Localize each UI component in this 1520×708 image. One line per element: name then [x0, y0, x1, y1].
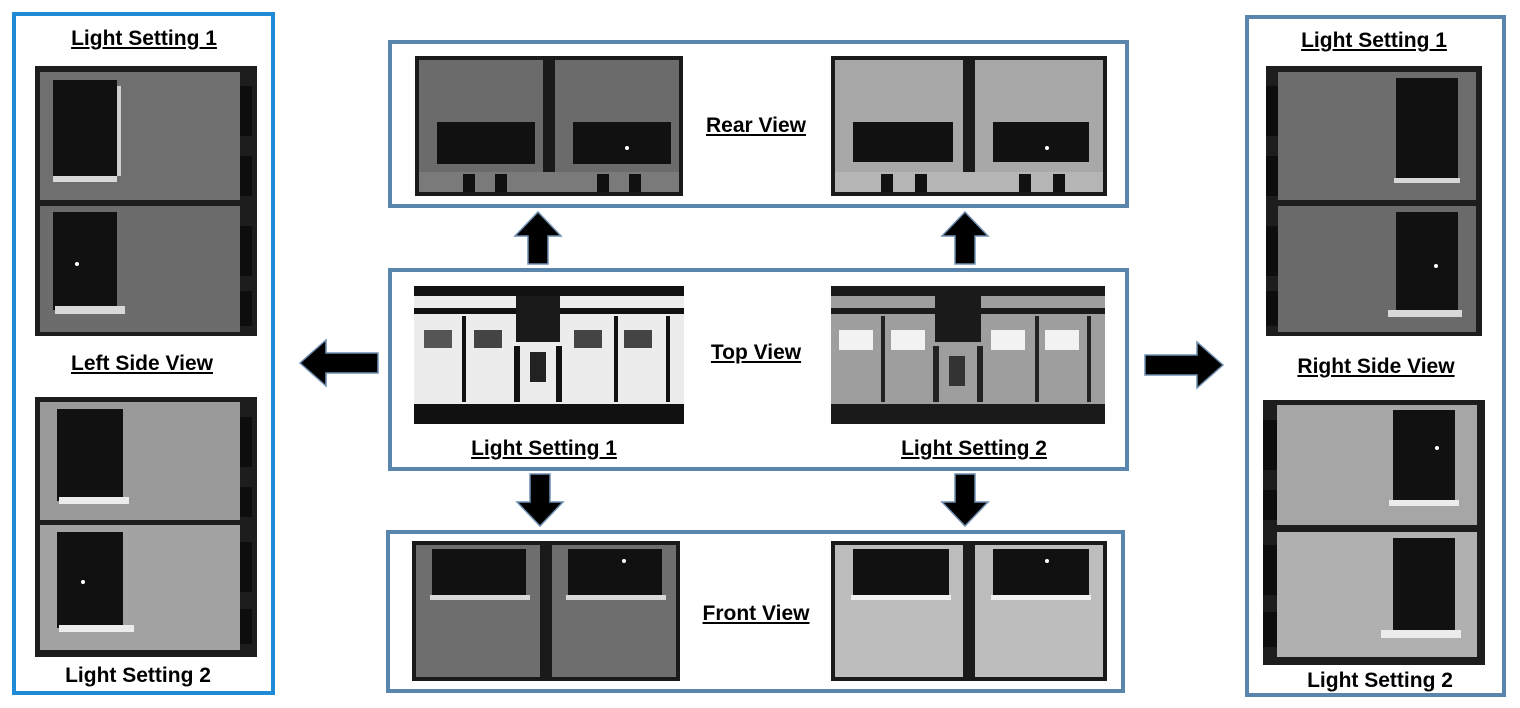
right-side-view-label: Right Side View: [1297, 355, 1455, 378]
left-side-view-label: Left Side View: [71, 352, 213, 375]
arrow-right-icon: [1144, 340, 1225, 390]
front-view-label: Front View: [702, 602, 810, 625]
arrow-up-left-icon: [513, 210, 563, 265]
front-view-photo-light-2: [831, 541, 1107, 681]
arrow-left-icon: [298, 338, 379, 388]
top-view-label: Top View: [710, 341, 802, 364]
top-light-setting-1-label: Light Setting 1: [471, 437, 617, 460]
right-light-setting-2-label: Light Setting 2: [1307, 669, 1453, 692]
top-view-photo-light-1: [414, 286, 684, 424]
front-view-photo-light-1: [412, 541, 680, 681]
left-side-photo-light-1: [35, 66, 257, 336]
right-side-photo-light-2: [1263, 400, 1485, 665]
left-light-setting-1-label: Light Setting 1: [71, 27, 217, 50]
rear-view-label: Rear View: [705, 114, 807, 137]
arrow-up-right-icon: [940, 210, 990, 265]
rear-view-photo-light-2: [831, 56, 1107, 196]
right-light-setting-1-label: Light Setting 1: [1301, 29, 1447, 52]
top-view-photo-light-2: [831, 286, 1105, 424]
rear-view-photo-light-1: [415, 56, 683, 196]
top-light-setting-2-label: Light Setting 2: [901, 437, 1047, 460]
arrow-down-left-icon: [515, 473, 565, 528]
arrow-down-right-icon: [940, 473, 990, 528]
left-side-photo-light-2: [35, 397, 257, 657]
left-light-setting-2-label: Light Setting 2: [65, 664, 211, 687]
right-side-photo-light-1: [1266, 66, 1482, 336]
